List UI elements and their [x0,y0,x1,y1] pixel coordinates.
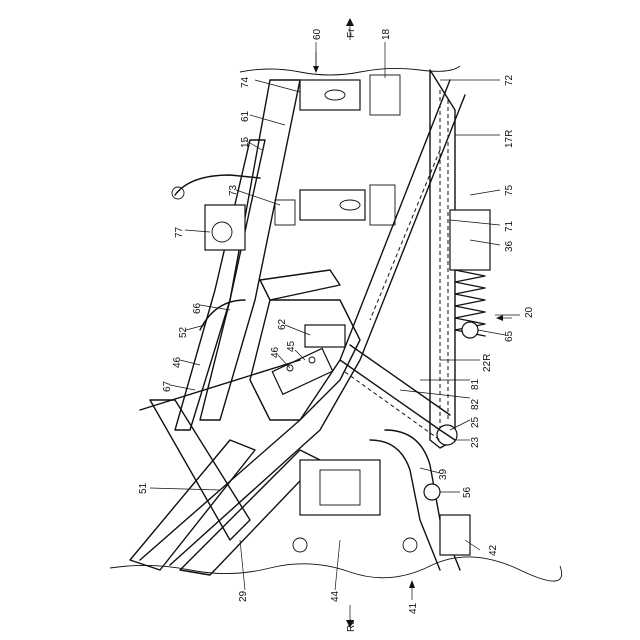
label-73: 73 [228,184,239,196]
rear-arm-22r [340,360,455,440]
label-74: 74 [240,76,251,88]
tube-66 [260,270,340,300]
label-51: 51 [138,482,149,494]
label-66: 66 [192,302,203,314]
bracket-18 [370,75,400,115]
label-71: 71 [504,220,515,232]
label-72: 72 [504,74,515,86]
label-25: 25 [470,416,481,428]
bracket-75 [370,185,395,225]
label-52: 52 [178,326,189,338]
component-77 [205,205,245,250]
label-39: 39 [438,468,449,480]
label-81: 81 [470,378,481,390]
label-18: 18 [381,28,392,40]
fitting-2 [403,538,417,552]
label-36: 36 [504,240,515,252]
hose [175,175,260,195]
label-67: 67 [162,380,173,392]
bracket-73-small [275,200,295,225]
component-56 [424,484,440,500]
label-75: 75 [504,184,515,196]
shock-mount-65 [462,322,478,338]
label-17r: 17R [504,130,515,148]
fitting [293,538,307,552]
bracket-46 [272,348,332,394]
label-60: 60 [312,28,323,40]
label-20: 20 [524,306,535,318]
label-42: 42 [488,544,499,556]
bracket-62 [305,325,345,347]
label-61: 61 [240,110,251,122]
rear-frame-29b [180,450,320,575]
label-56: 56 [462,486,473,498]
cross-member-73 [300,190,365,220]
label-re: Re [346,619,357,632]
top-break-line [240,66,460,75]
component-44 [300,460,380,515]
label-15: 15 [240,136,251,148]
label-29: 29 [238,590,249,602]
label-44: 44 [330,590,341,602]
down-tube [140,80,450,560]
label-22r: 22R [482,354,493,372]
label-41: 41 [408,602,419,614]
cross-member-74 [300,80,360,110]
label-77: 77 [174,226,185,238]
label-82: 82 [470,398,481,410]
label-23: 23 [470,436,481,448]
label-62: 62 [277,318,288,330]
hose-end [172,187,184,199]
bracket-42 [440,515,470,555]
bottom-break-line [110,557,562,581]
label-fr: Fr [346,28,357,38]
label-46-right: 46 [270,346,281,358]
label-46-left: 46 [172,356,183,368]
label-65: 65 [504,330,515,342]
label-45: 45 [286,340,297,352]
